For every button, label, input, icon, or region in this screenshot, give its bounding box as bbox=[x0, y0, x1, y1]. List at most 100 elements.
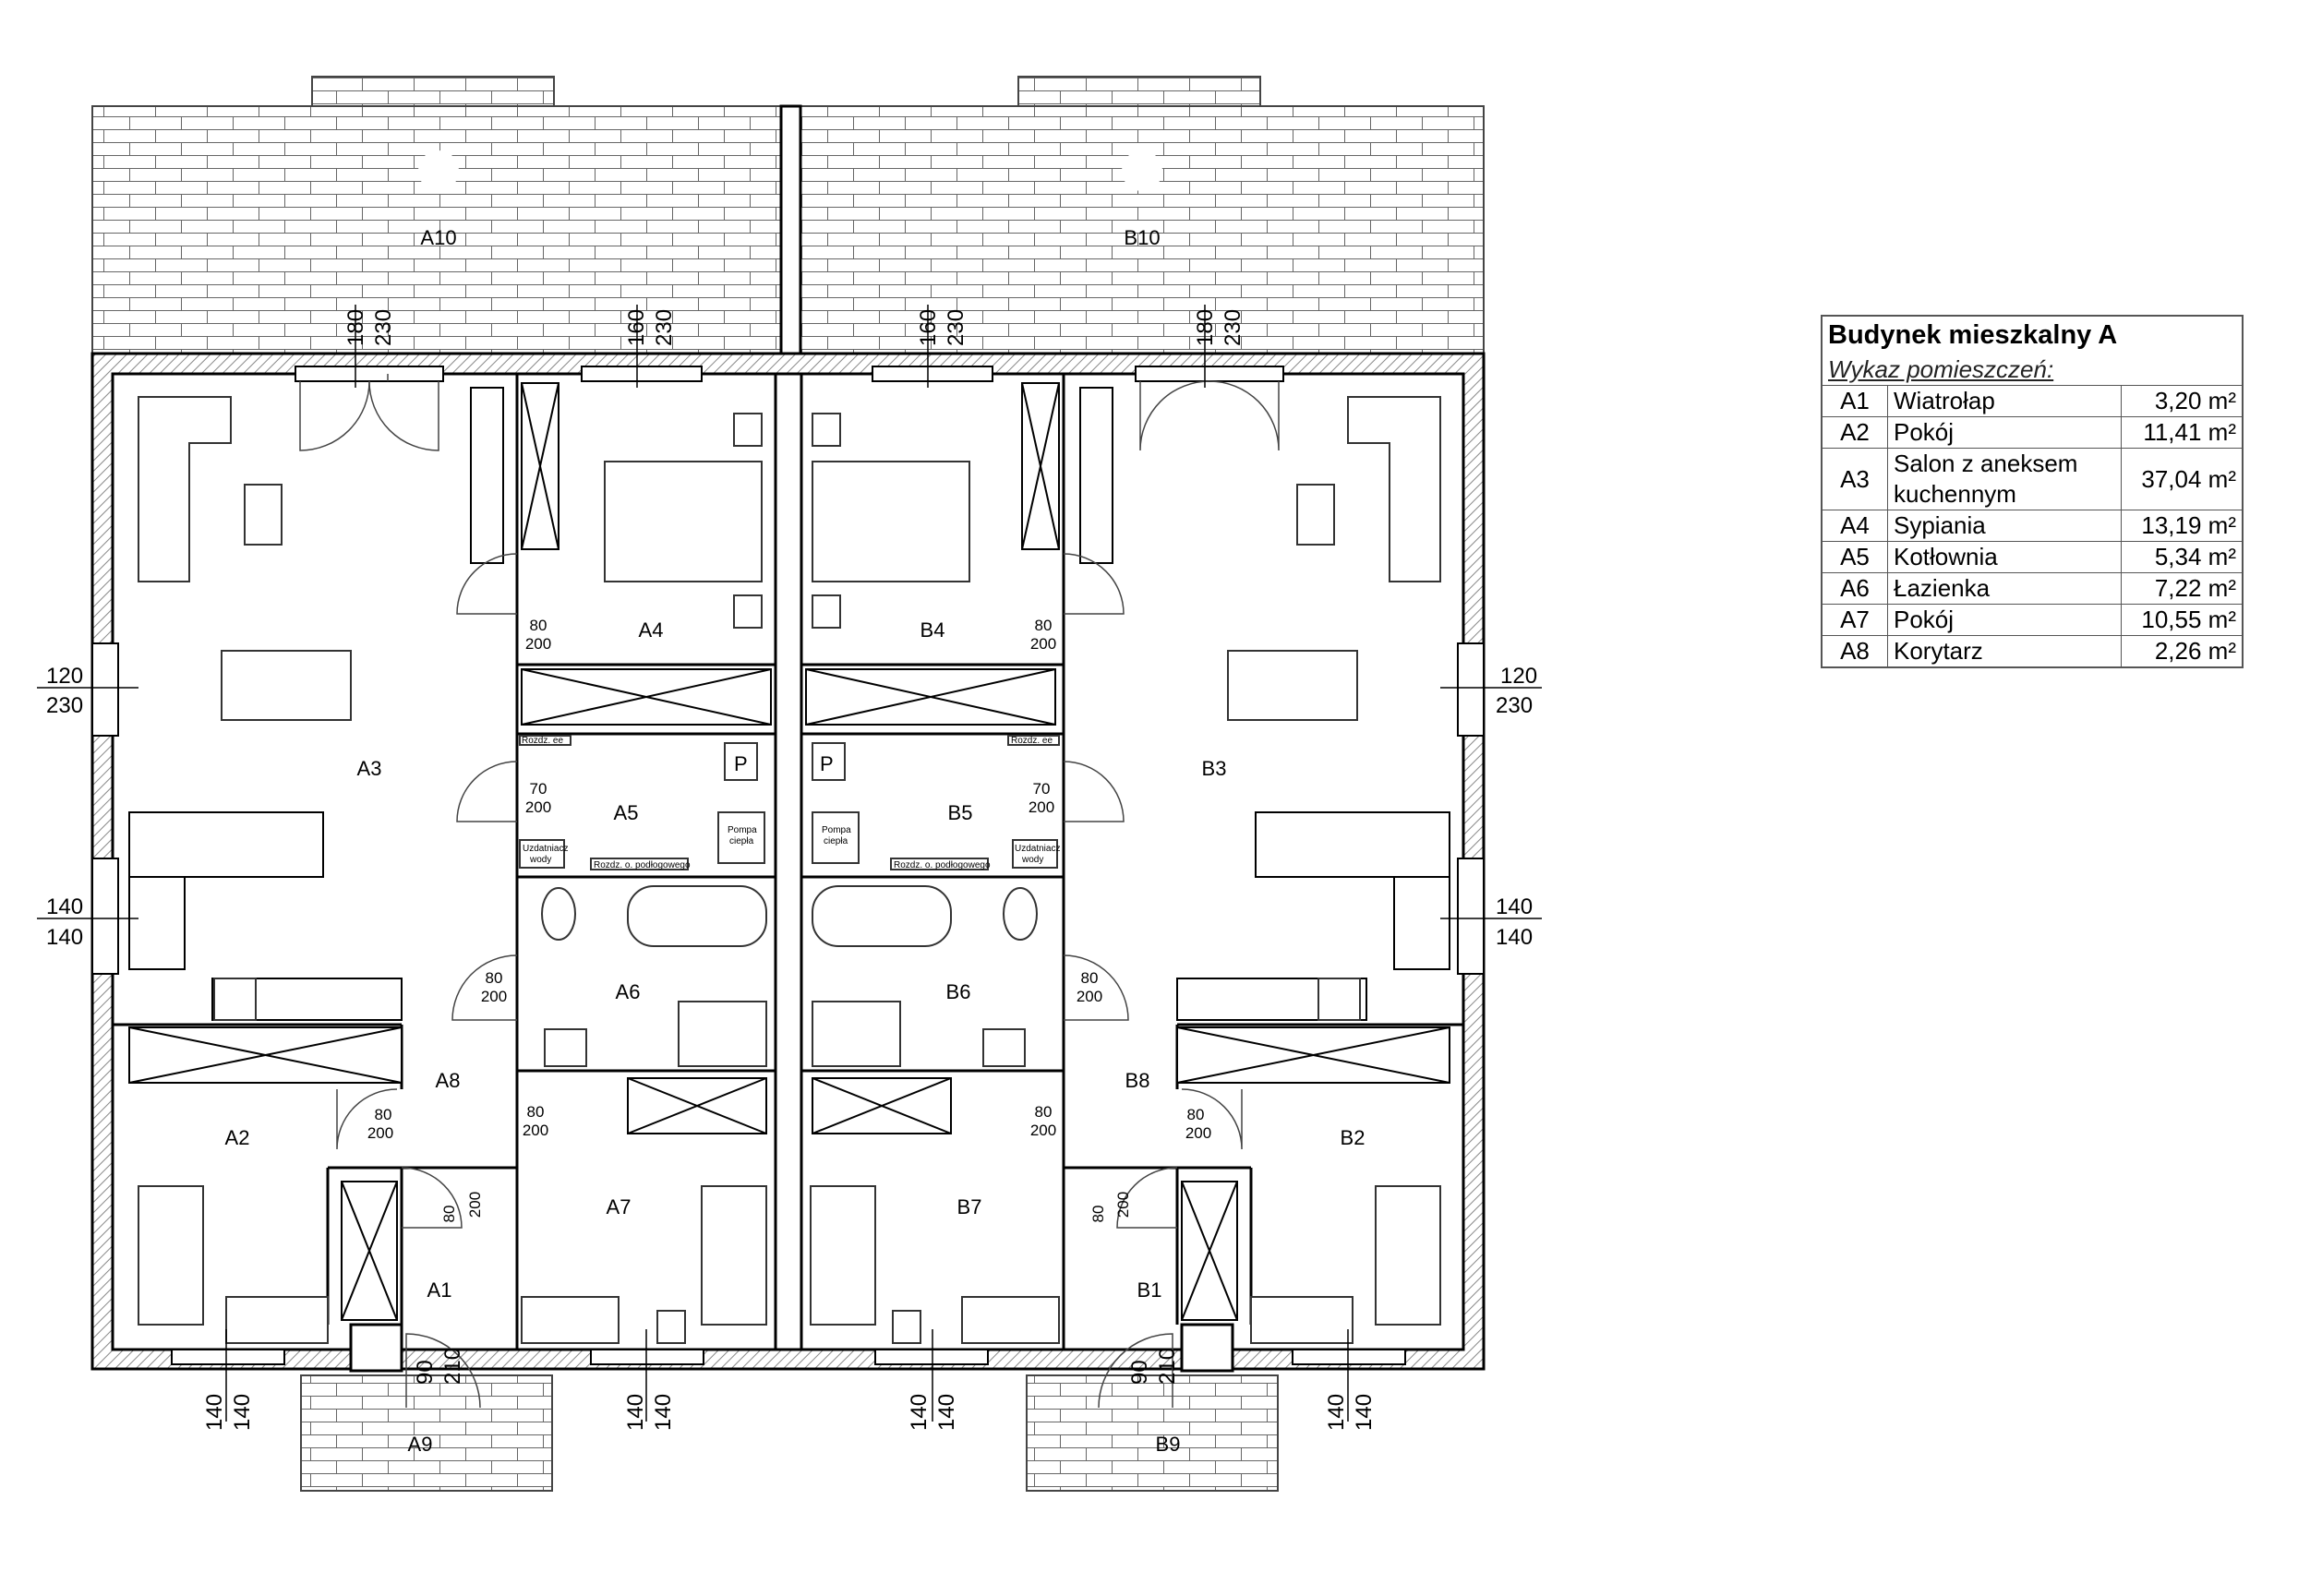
door-dim-b4-bot: 200 bbox=[1030, 635, 1056, 653]
interior-walls-a bbox=[113, 374, 776, 1350]
dim-140-c: 140 bbox=[1496, 894, 1533, 919]
room-label-b5: B5 bbox=[948, 801, 973, 824]
dim-120-a: 120 bbox=[46, 664, 83, 689]
room-legend-table: Budynek mieszkalny A Wykaz pomieszczeń: … bbox=[1821, 315, 2244, 668]
dim-230-a: 230 bbox=[371, 309, 396, 346]
door-dim-b7-top: 80 bbox=[1035, 1103, 1053, 1121]
room-label-a2: A2 bbox=[225, 1126, 250, 1149]
room-label-b3: B3 bbox=[1202, 757, 1227, 780]
dim-90-b: 90 bbox=[1127, 1360, 1152, 1385]
door-dim-a1-top: 80 bbox=[440, 1206, 458, 1223]
dim-140-i: 140 bbox=[907, 1394, 932, 1431]
door-dim-a2-bot: 200 bbox=[367, 1124, 393, 1142]
room-label-b1: B1 bbox=[1137, 1278, 1162, 1302]
equipment-uzd-a1: Uzdatniacz bbox=[523, 844, 568, 854]
door-dim-a7-bot: 200 bbox=[523, 1122, 548, 1139]
dim-180-b: 180 bbox=[1193, 309, 1218, 346]
door-dim-a7-top: 80 bbox=[527, 1103, 545, 1121]
legend-subtitle: Wykaz pomieszczeń: bbox=[1821, 354, 2244, 386]
dim-140-g: 140 bbox=[623, 1394, 648, 1431]
room-label-a7: A7 bbox=[607, 1195, 632, 1218]
dim-140-k: 140 bbox=[1324, 1394, 1349, 1431]
legend-area: 11,41 m² bbox=[2121, 416, 2244, 449]
equipment-uzd-a2: wody bbox=[529, 855, 551, 865]
room-label-b9: B9 bbox=[1156, 1433, 1181, 1456]
equipment-p-a: P bbox=[734, 752, 748, 775]
room-label-a3: A3 bbox=[357, 757, 382, 780]
dim-210-a: 210 bbox=[440, 1348, 465, 1385]
legend-area: 13,19 m² bbox=[2121, 510, 2244, 542]
room-label-a5: A5 bbox=[614, 801, 639, 824]
legend-name: Łazienka bbox=[1887, 572, 2122, 605]
room-label-a6: A6 bbox=[616, 980, 641, 1003]
equipment-uzd-b2: wody bbox=[1021, 855, 1043, 865]
door-swings bbox=[299, 374, 1280, 1409]
door-dim-b1-bot: 200 bbox=[1114, 1192, 1132, 1218]
terraces bbox=[91, 76, 1485, 1492]
room-labels: A10 B10 A4 B4 A3 B3 A5 B5 A6 B6 A8 B8 A2… bbox=[225, 226, 1366, 1456]
dim-230-b: 230 bbox=[652, 309, 677, 346]
dim-140-f: 140 bbox=[230, 1394, 255, 1431]
room-label-b10: B10 bbox=[1124, 226, 1160, 249]
door-dim-a5-top: 70 bbox=[530, 780, 547, 798]
legend-name: Pokój bbox=[1887, 416, 2122, 449]
legend-name: Kotłownia bbox=[1887, 541, 2122, 573]
door-dim-a4-top: 80 bbox=[530, 617, 547, 634]
room-label-b4: B4 bbox=[920, 618, 945, 642]
room-label-b7: B7 bbox=[957, 1195, 982, 1218]
openings bbox=[91, 366, 1485, 1365]
dim-140-l: 140 bbox=[1352, 1394, 1377, 1431]
wardrobes bbox=[128, 382, 1450, 1321]
door-dim-b7-bot: 200 bbox=[1030, 1122, 1056, 1139]
dimension-lines bbox=[37, 305, 1542, 1422]
legend-area: 37,04 m² bbox=[2121, 448, 2244, 510]
equipment-uzd-b1: Uzdatniacz bbox=[1015, 844, 1060, 854]
door-dim-a1-bot: 200 bbox=[466, 1192, 484, 1218]
room-label-a10: A10 bbox=[420, 226, 456, 249]
dim-230-c: 230 bbox=[944, 309, 969, 346]
dimension-texts: 180 230 160 230 160 230 180 230 120 230 … bbox=[46, 309, 1537, 1431]
dim-140-d: 140 bbox=[1496, 925, 1533, 950]
equipment-pompa-a2: ciepła bbox=[729, 836, 754, 846]
door-dim-a4-bot: 200 bbox=[525, 635, 551, 653]
equipment-rozdz-ee-a: Rozdz. ee bbox=[522, 736, 563, 746]
dim-140-e: 140 bbox=[202, 1394, 227, 1431]
dim-180-a: 180 bbox=[343, 309, 368, 346]
equipment-p-b: P bbox=[820, 752, 834, 775]
legend-title: Budynek mieszkalny A bbox=[1821, 315, 2244, 354]
dim-140-b: 140 bbox=[46, 925, 83, 950]
dim-210-b: 210 bbox=[1155, 1348, 1180, 1385]
equipment-texts: P P Rozdz. ee Rozdz. ee Pompa ciepła Pom… bbox=[522, 736, 1060, 870]
equipment-pompa-a1: Pompa bbox=[728, 825, 757, 835]
legend-area: 3,20 m² bbox=[2121, 385, 2244, 417]
legend-area: 5,34 m² bbox=[2121, 541, 2244, 573]
legend-code: A6 bbox=[1821, 572, 1888, 605]
dim-140-a: 140 bbox=[46, 894, 83, 919]
room-label-b6: B6 bbox=[946, 980, 971, 1003]
legend-name: Salon z aneksem kuchennym bbox=[1887, 448, 2122, 510]
floor-plan: A10 B10 A4 B4 A3 B3 A5 B5 A6 B6 A8 B8 A2… bbox=[37, 76, 1542, 1492]
dim-160-a: 160 bbox=[624, 309, 649, 346]
legend-name: Korytarz bbox=[1887, 635, 2122, 668]
room-label-b8: B8 bbox=[1125, 1069, 1150, 1092]
legend-code: A4 bbox=[1821, 510, 1888, 542]
equipment-pompa-b2: ciepła bbox=[824, 836, 848, 846]
door-dims: 80 200 80 200 70 200 70 200 80 200 80 20… bbox=[367, 617, 1211, 1222]
legend-code: A5 bbox=[1821, 541, 1888, 573]
door-dim-b6-top: 80 bbox=[1081, 969, 1099, 987]
room-label-a1: A1 bbox=[427, 1278, 452, 1302]
legend-area: 2,26 m² bbox=[2121, 635, 2244, 668]
dim-140-j: 140 bbox=[934, 1394, 959, 1431]
door-dim-b4-top: 80 bbox=[1035, 617, 1053, 634]
dim-160-b: 160 bbox=[916, 309, 941, 346]
legend-name: Sypiania bbox=[1887, 510, 2122, 542]
legend-area: 7,22 m² bbox=[2121, 572, 2244, 605]
